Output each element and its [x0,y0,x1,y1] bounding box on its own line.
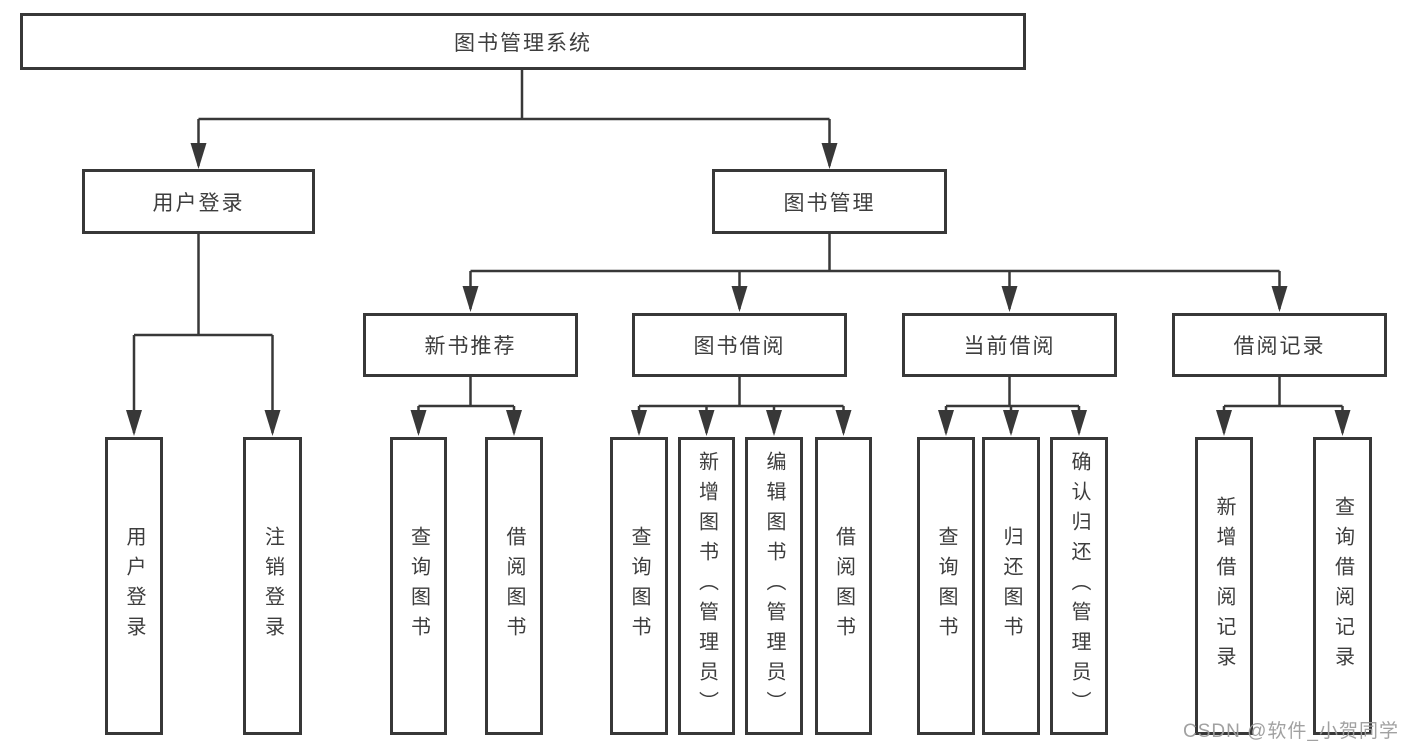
leaf-user-login-label: 用户登录 [123,526,145,646]
node-borrowing-records: 借阅记录 [1172,313,1387,377]
node-book-management: 图书管理 [712,169,947,234]
leaf-current-query-books-label: 查询图书 [935,526,957,646]
leaf-borrow-query-books: 查询图书 [610,437,668,735]
leaf-records-add: 新增借阅记录 [1195,437,1253,735]
leaf-borrow-query-books-label: 查询图书 [628,526,650,646]
leaf-current-return-books-label: 归还图书 [1000,526,1022,646]
node-current-borrowing: 当前借阅 [902,313,1117,377]
leaf-logout-label: 注销登录 [261,526,284,646]
node-user-login-label: 用户登录 [152,191,245,215]
leaf-recommend-borrow-books-label: 借阅图书 [503,526,525,646]
node-book-borrowing: 图书借阅 [632,313,847,377]
leaf-borrow-edit-books-label: 编辑图书（管理员） [763,451,785,721]
node-root: 图书管理系统 [20,13,1026,70]
node-new-book-recommendation: 新书推荐 [363,313,578,377]
leaf-borrow-add-books-label: 新增图书（管理员） [695,451,718,721]
leaf-current-return-books: 归还图书 [982,437,1040,735]
node-borrowing-records-label: 借阅记录 [1233,335,1326,358]
leaf-borrow-add-books: 新增图书（管理员） [678,437,735,735]
leaf-current-query-books: 查询图书 [917,437,975,735]
leaf-current-confirm-return: 确认归还（管理员） [1050,437,1108,735]
node-current-borrowing-label: 当前借阅 [963,335,1056,358]
leaf-recommend-query-books-label: 查询图书 [407,526,430,646]
leaf-user-login: 用户登录 [105,437,163,735]
leaf-borrow-borrow-books-label: 借阅图书 [832,526,855,646]
leaf-records-add-label: 新增借阅记录 [1213,496,1235,676]
csdn-watermark: CSDN @软件_小贺同学 [1183,721,1399,742]
leaf-borrow-borrow-books: 借阅图书 [815,437,872,735]
leaf-recommend-borrow-books: 借阅图书 [485,437,543,735]
node-user-login: 用户登录 [82,169,315,234]
leaf-borrow-edit-books: 编辑图书（管理员） [745,437,803,735]
node-root-label: 图书管理系统 [454,31,592,55]
node-book-borrowing-label: 图书借阅 [693,335,786,358]
leaf-records-query: 查询借阅记录 [1313,437,1372,735]
leaf-logout: 注销登录 [243,437,302,735]
node-new-book-recommendation-label: 新书推荐 [424,335,517,358]
leaf-records-query-label: 查询借阅记录 [1331,496,1354,676]
node-book-management-label: 图书管理 [783,191,876,215]
leaf-current-confirm-return-label: 确认归还（管理员） [1068,451,1090,721]
leaf-recommend-query-books: 查询图书 [390,437,447,735]
